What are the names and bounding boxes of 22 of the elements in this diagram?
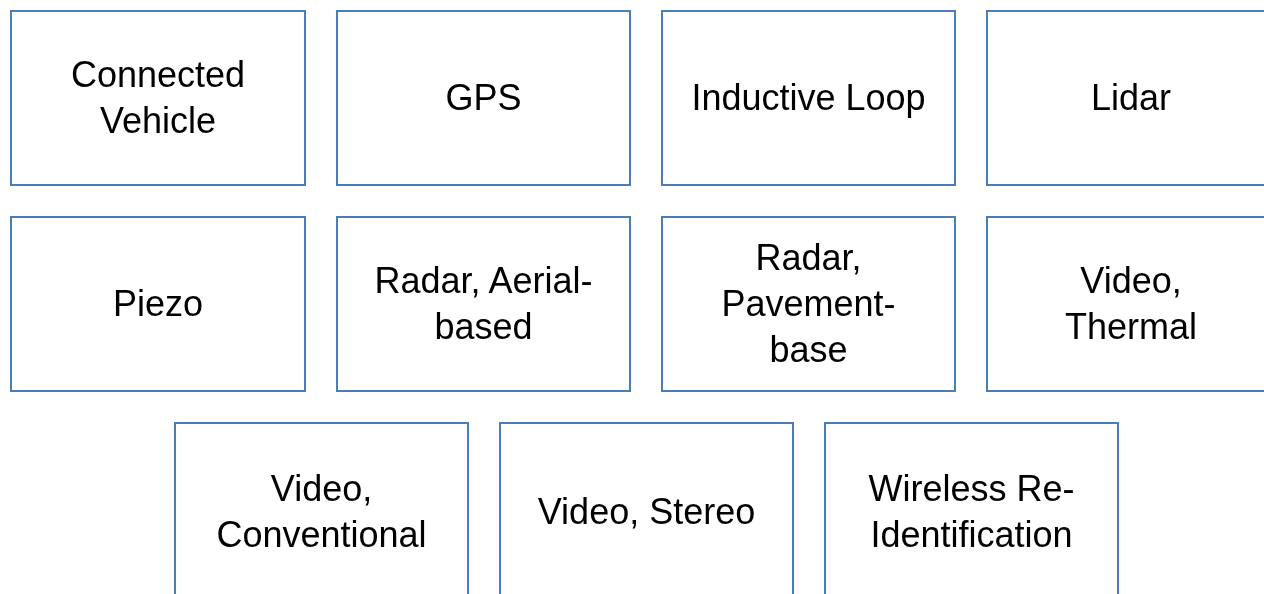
sensor-name: GPS [445, 76, 522, 120]
sensor-box [986, 10, 1264, 186]
sensor-name: Radar, Pavement-base [720, 236, 897, 372]
sensor-box [10, 10, 306, 186]
sensor-name: Inductive Loop [691, 76, 926, 120]
sensor-name: Lidar [1090, 76, 1172, 120]
sensor-name: Wireless Re-Identification [867, 467, 1076, 557]
sensor-name: Piezo [112, 282, 204, 326]
sensor-box [174, 422, 469, 594]
sensor-box [986, 216, 1264, 392]
sensor-name: Connected Vehicle [69, 53, 247, 143]
sensor-name: Video, Stereo [537, 490, 756, 534]
sensor-box [824, 422, 1119, 594]
sensor-name: Video, Conventional [215, 467, 428, 557]
sensor-box [499, 422, 794, 594]
sensor-box [661, 216, 956, 392]
sensor-name: Radar, Aerial-based [373, 259, 594, 349]
sensor-box [10, 216, 306, 392]
sensor-box [336, 216, 631, 392]
sensor-box [661, 10, 956, 186]
sensor-box [336, 10, 631, 186]
sensor-name: Video, Thermal [1064, 259, 1198, 349]
